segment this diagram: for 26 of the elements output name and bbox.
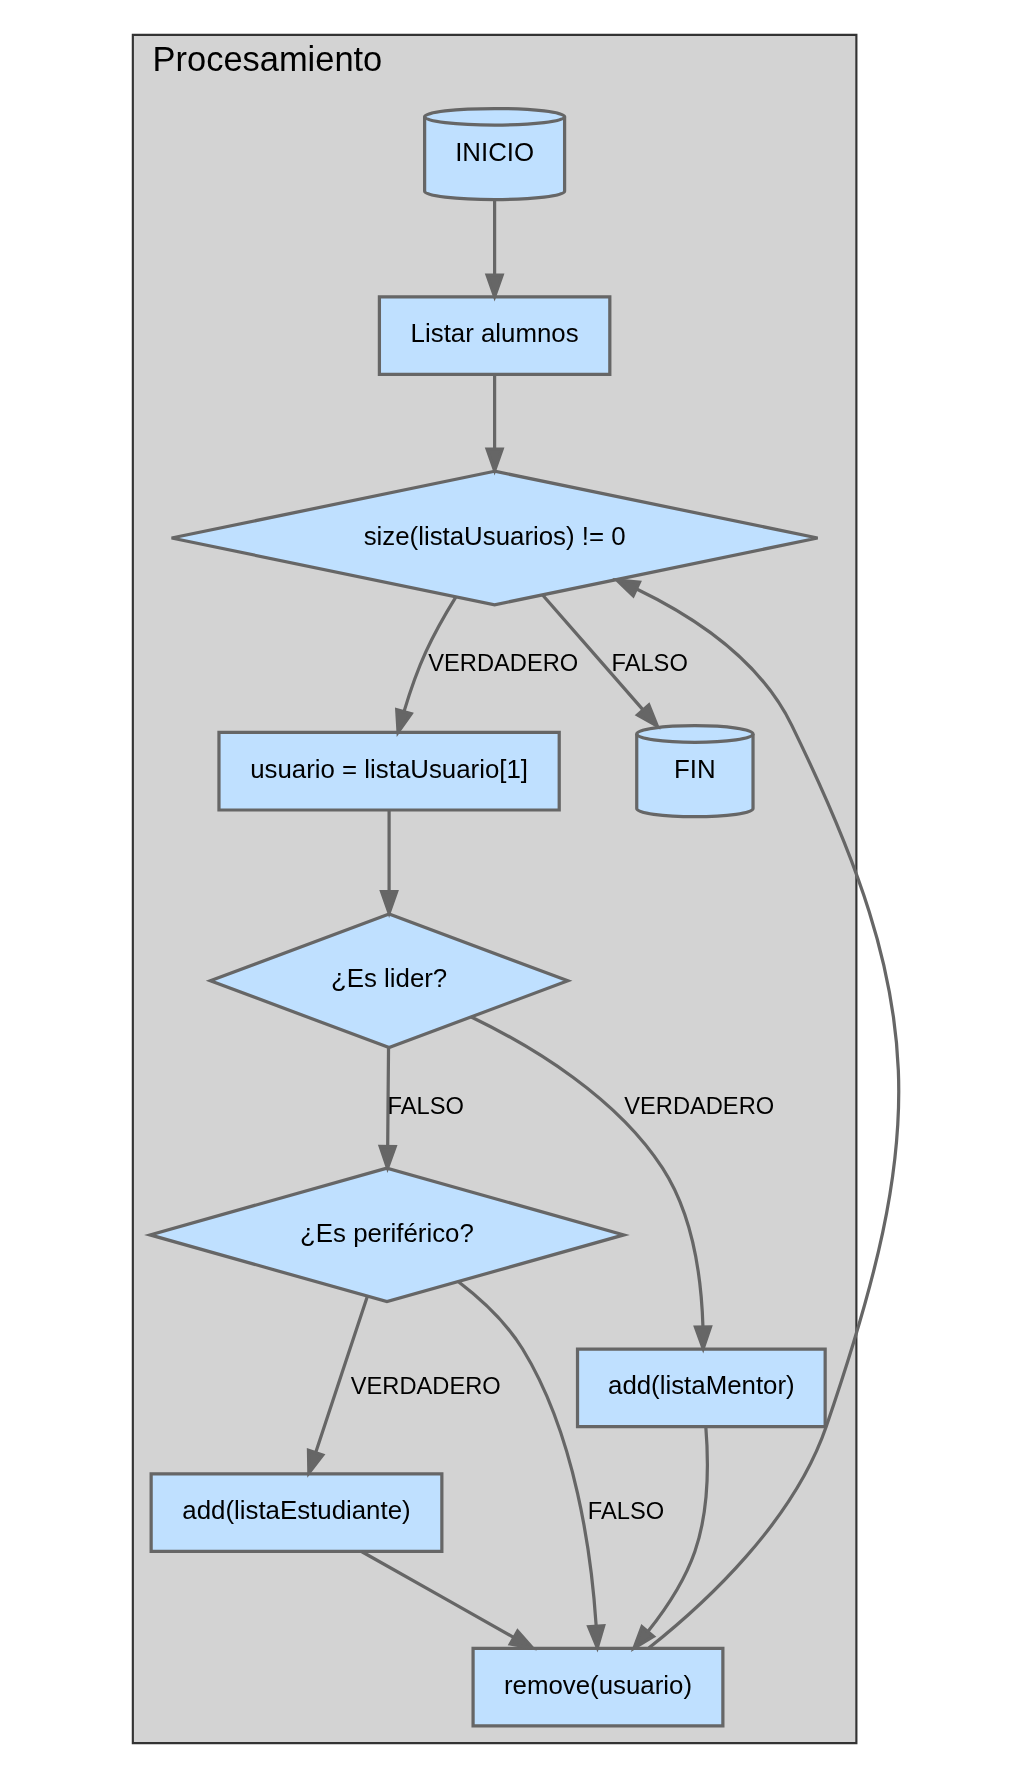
edge-label: FALSO [387,1092,464,1119]
arrow [361,1550,537,1651]
arrow [379,810,399,919]
arrow [394,596,458,738]
edge-label: VERDADERO [428,650,579,677]
node-diamond: ¿Es lider? [205,912,573,1050]
arrow [457,1280,606,1653]
edge-label: FALSO [587,1497,665,1524]
arrow [630,1426,709,1652]
arrow [484,375,505,476]
edge-label: VERDADERO [350,1372,501,1399]
node-box: remove(usuario) [471,1646,725,1728]
arrow [541,593,661,730]
arrow [306,1295,369,1478]
arrow [612,577,900,1650]
arrow [377,1047,398,1173]
node-box: add(listaEstudiante) [149,1472,444,1554]
node-diamond: ¿Es periférico? [144,1166,630,1304]
edge-label: FALSO [611,650,688,677]
node-box: Listar alumnos [377,295,612,376]
node-diamond: size(listaUsuarios) != 0 [170,469,820,607]
node-box: usuario = listaUsuario[1] [217,730,561,812]
node-box: add(listaMentor) [575,1347,827,1429]
arrow [484,200,505,302]
edge-label: VERDADERO [624,1092,775,1119]
arrow [470,1015,713,1354]
